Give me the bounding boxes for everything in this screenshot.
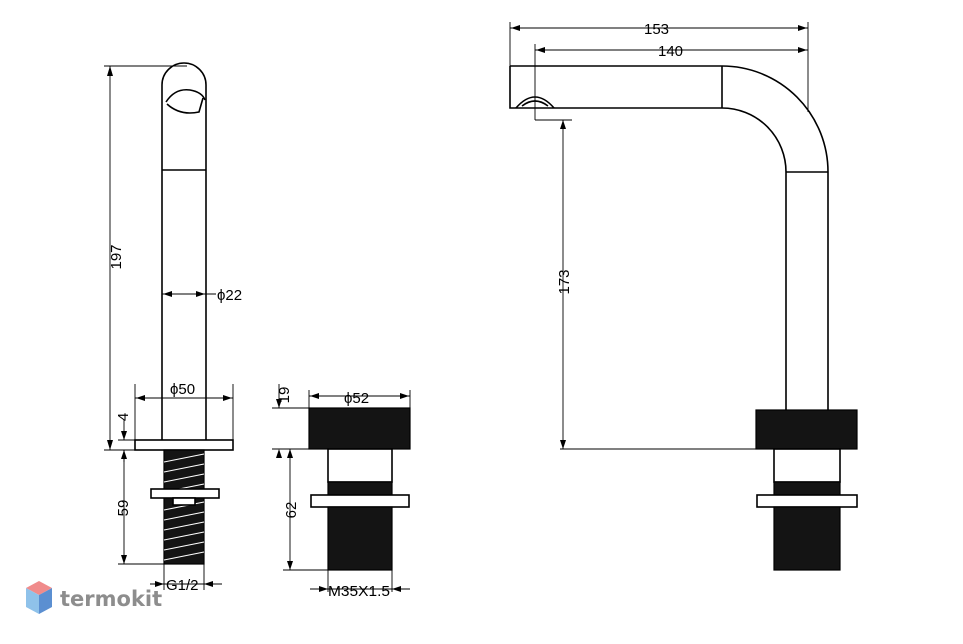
dim-shank-length: 59 (115, 500, 132, 517)
dim-handle-thread: M35X1.5 (328, 583, 390, 600)
dim-spout-height: 173 (556, 269, 573, 294)
front-view: 153 140 173 (509, 21, 858, 571)
dim-handle-body-height: 62 (283, 502, 300, 519)
handle-view: ϕ52 19 62 M35X1.5 (272, 384, 411, 600)
dim-handle-height: 19 (276, 387, 293, 404)
termokit-logo-icon (26, 581, 52, 614)
dim-base-diameter: ϕ50 (170, 381, 195, 398)
dim-shank-thread: G1/2 (166, 577, 199, 594)
dim-tube-diameter: ϕ22 (217, 287, 242, 304)
termokit-watermark: termokit (26, 581, 162, 614)
side-view: 197 ϕ22 ϕ50 4 (104, 62, 242, 594)
shank-thread-lines (163, 453, 205, 561)
dim-handle-diameter: ϕ52 (344, 390, 369, 407)
dim-base-thickness: 4 (115, 413, 132, 421)
brand-name: termokit (60, 587, 162, 611)
dim-spout-reach-total: 153 (644, 21, 669, 38)
dim-side-height: 197 (108, 244, 125, 269)
dim-spout-reach: 140 (658, 43, 683, 60)
